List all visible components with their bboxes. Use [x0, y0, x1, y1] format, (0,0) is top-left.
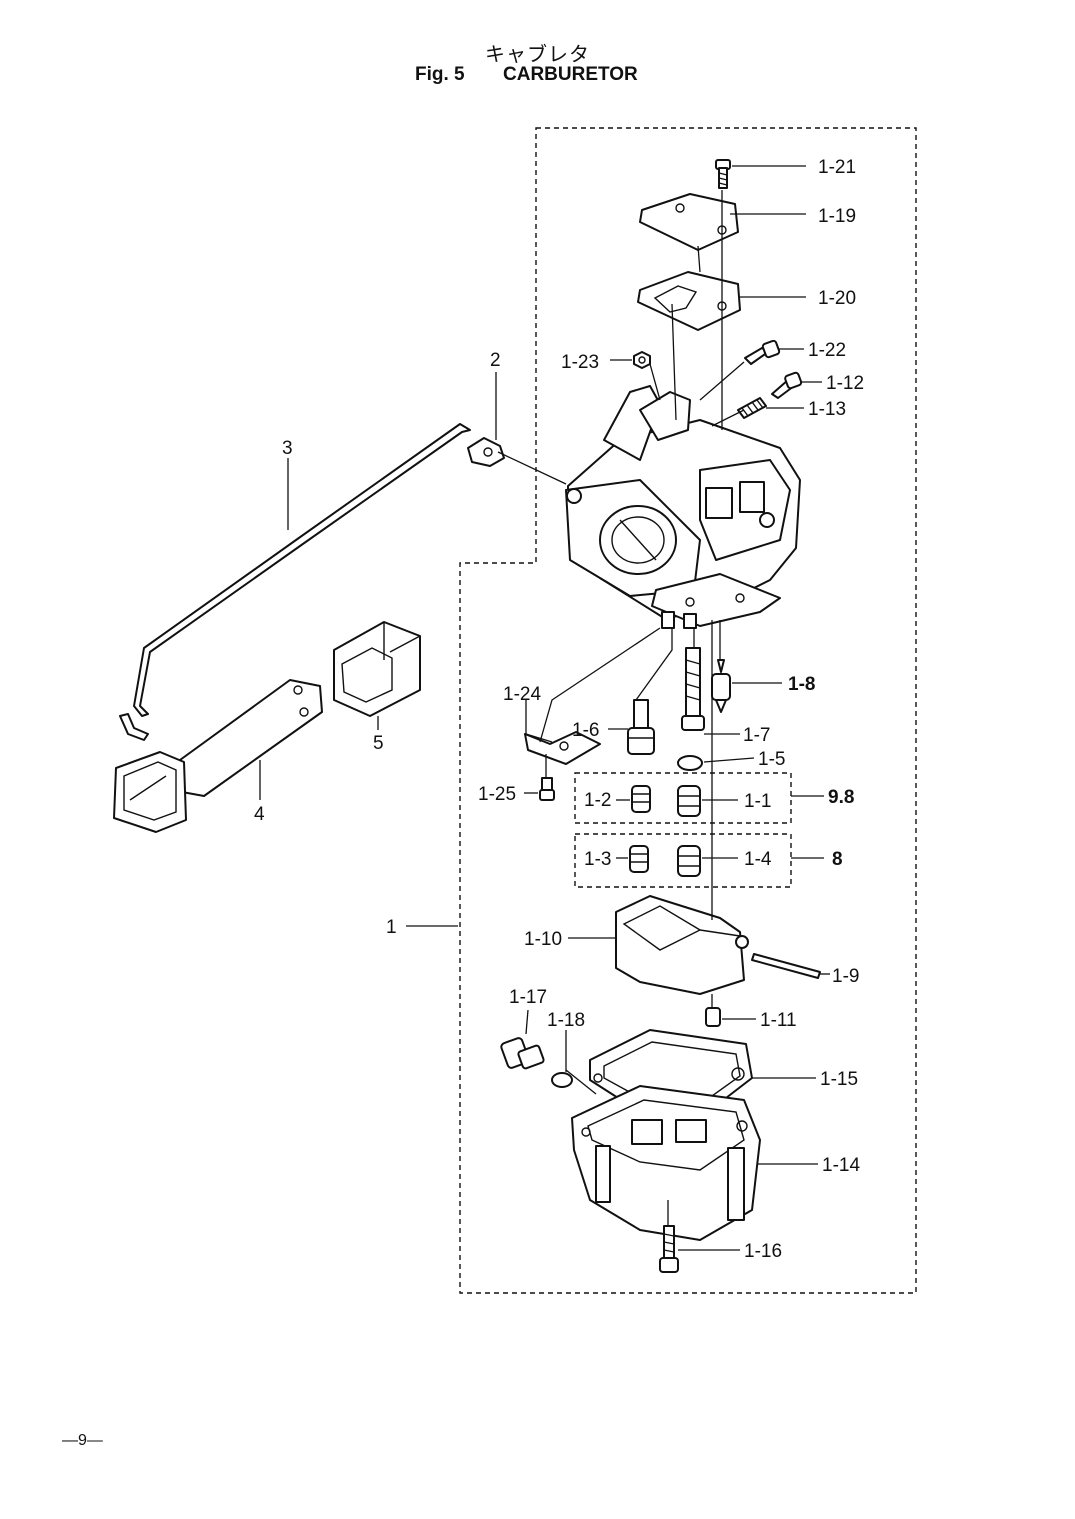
- callout-1-14: 1-14: [822, 1155, 860, 1176]
- jet-set-box-9-8: [574, 772, 792, 824]
- callout-1-18: 1-18: [547, 1010, 585, 1031]
- title-japanese: キャブレタ: [485, 42, 590, 66]
- callout-1-3: 1-3: [584, 849, 611, 870]
- callout-4: 4: [254, 804, 265, 825]
- control-rod-3-end: [119, 713, 149, 741]
- bracket-1-24: [524, 731, 601, 765]
- drain-screw-1-17: [500, 1037, 545, 1070]
- callout-1-13: 1-13: [808, 399, 846, 420]
- link-2: [467, 437, 505, 467]
- callout-1-10: 1-10: [524, 929, 562, 950]
- washer-1-18: [551, 1072, 573, 1088]
- carburetor-body: [565, 385, 801, 629]
- callout-1-1: 1-1: [744, 791, 771, 812]
- callout-1-22: 1-22: [808, 340, 846, 361]
- callout-1-9: 1-9: [832, 966, 859, 987]
- callout-1-17: 1-17: [509, 987, 547, 1008]
- nut-1-23: [633, 351, 651, 369]
- jet-1-3: [629, 845, 649, 873]
- needle-jet-1-7: [681, 647, 705, 731]
- callout-1: 1: [386, 917, 397, 938]
- callout-2: 2: [490, 350, 501, 371]
- pilot-jet-1-6: [627, 699, 655, 755]
- jet-1-2: [631, 785, 651, 813]
- callout-1-5: 1-5: [758, 749, 785, 770]
- screw-1-25: [539, 777, 555, 801]
- callout-1-7: 1-7: [743, 725, 770, 746]
- float-bowl-1-14: [571, 1085, 761, 1241]
- screw-1-22: [744, 339, 781, 365]
- control-rod-3: [133, 423, 471, 717]
- callout-9-8: 9.8: [828, 787, 854, 808]
- callout-1-8: 1-8: [788, 674, 815, 695]
- callout-1-23: 1-23: [561, 352, 599, 373]
- jet-1-4: [677, 845, 701, 877]
- screw-1-12: [771, 371, 803, 399]
- screw-1-11: [705, 1007, 721, 1027]
- callout-3: 3: [282, 438, 293, 459]
- figure-label: Fig. 5: [415, 64, 465, 85]
- callout-1-19: 1-19: [818, 206, 856, 227]
- callout-1-6: 1-6: [572, 720, 599, 741]
- jet-1-1: [677, 785, 701, 817]
- page-number: —9—: [62, 1432, 103, 1449]
- cover-plate-1-19: [639, 193, 739, 251]
- callout-1-20: 1-20: [818, 288, 856, 309]
- o-ring-1-5: [677, 755, 703, 771]
- float-pin-1-9: [751, 953, 821, 979]
- callout-1-25: 1-25: [478, 784, 516, 805]
- callout-1-11: 1-11: [760, 1010, 797, 1031]
- callout-1-4: 1-4: [744, 849, 772, 870]
- callout-1-15: 1-15: [820, 1069, 858, 1090]
- callout-1-16: 1-16: [744, 1241, 782, 1262]
- grommet-5: [333, 621, 421, 717]
- figure-title: CARBURETOR: [503, 64, 638, 85]
- assembly-boundary: [459, 127, 917, 1294]
- callout-1-24: 1-24: [503, 684, 541, 705]
- callout-1-21: 1-21: [818, 157, 856, 178]
- jet-set-box-8: [574, 833, 792, 888]
- float-valve-1-8: [711, 659, 731, 713]
- screw-1-16: [659, 1225, 679, 1273]
- gasket-1-20: [637, 271, 741, 331]
- spring-1-13: [737, 397, 767, 419]
- callout-1-12: 1-12: [826, 373, 864, 394]
- screw-1-21: [715, 159, 731, 189]
- choke-knob-4: [113, 679, 323, 833]
- callout-5: 5: [373, 733, 384, 754]
- callout-8: 8: [832, 849, 843, 870]
- callout-1-2: 1-2: [584, 790, 611, 811]
- float-1-10: [615, 895, 749, 995]
